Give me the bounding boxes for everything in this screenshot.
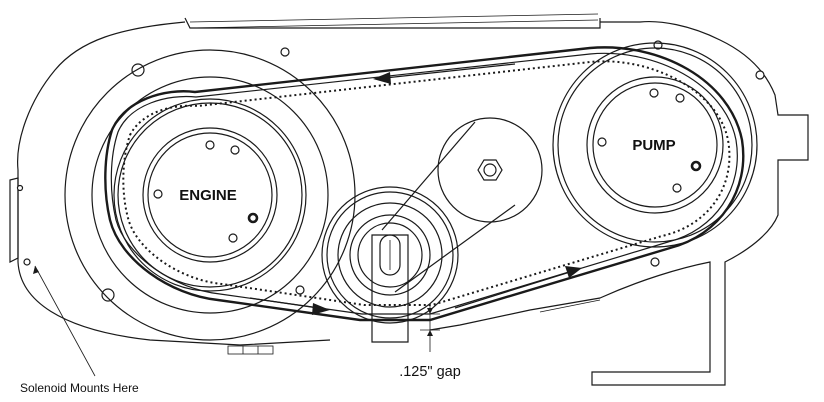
engine-pulley — [64, 49, 356, 341]
arrow-head-top — [373, 72, 391, 84]
pump-label: PUMP — [632, 137, 675, 154]
engine-label: ENGINE — [179, 187, 237, 204]
idler-assembly — [321, 117, 543, 343]
solenoid-leader — [33, 265, 96, 377]
gap-label: .125" gap — [399, 364, 461, 380]
pump-pulley — [552, 42, 758, 248]
solenoid-label: Solenoid Mounts Here — [20, 381, 139, 395]
arrow-head-bottom-left — [312, 303, 330, 315]
arrow-head-bottom-right — [565, 266, 582, 278]
gap-dimension — [420, 306, 440, 352]
belt — [104, 46, 745, 322]
direction-arrows — [249, 63, 582, 315]
